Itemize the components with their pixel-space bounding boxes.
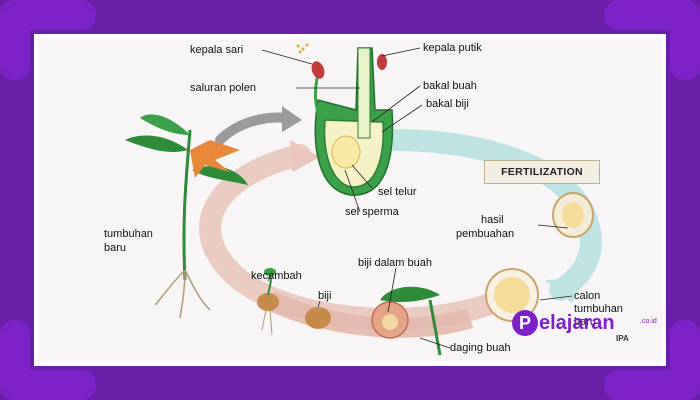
plant-flower: [190, 140, 240, 178]
stigma: [377, 54, 387, 70]
sprout-seed: [257, 293, 279, 311]
frame-corner-top-left-side: [0, 0, 30, 80]
anther: [311, 61, 325, 79]
fruit-leaf: [380, 286, 440, 303]
label-daging-buah: daging buah: [450, 342, 511, 354]
seed: [305, 307, 331, 329]
pollen-grain: [301, 47, 305, 51]
label-calon-tumbuhan: tumbuhan: [574, 303, 623, 315]
frame-corner-bottom-right-side: [670, 320, 700, 400]
brand-domain: .co.id: [640, 318, 657, 325]
pollen-grain: [305, 43, 309, 47]
label-kepala-sari: kepala sari: [190, 44, 244, 56]
fruit-with-seed: [371, 286, 442, 356]
plant-leaf: [192, 165, 248, 185]
sprout-stem: [267, 274, 272, 296]
label-pembuahan: pembuahan: [456, 228, 515, 240]
ovule: [331, 135, 361, 169]
label-sel-sperma: sel sperma: [345, 206, 399, 218]
frame-corner-bottom-left-side: [0, 320, 30, 400]
new-plant: [125, 114, 248, 319]
label-sel-telur: sel telur: [378, 186, 417, 198]
plant-leaf: [125, 135, 188, 152]
pollen-arrow: [215, 112, 290, 145]
sprout-roots: [261, 309, 273, 336]
label-calon: calon: [574, 290, 601, 302]
label-kepala-putik: kepala putik: [423, 42, 482, 54]
frame-corner-top-right-side: [670, 0, 700, 80]
label-kecambah: kecambah: [251, 270, 302, 282]
label-bakal-biji: bakal biji: [426, 98, 469, 110]
plant-roots: [154, 269, 211, 319]
label-tumbuhan: tumbuhan: [104, 228, 153, 240]
label-biji-dalam-buah: biji dalam buah: [358, 257, 432, 269]
pollen-arrowhead: [282, 106, 302, 132]
fertilization-arrowhead: [545, 278, 585, 303]
brand-logo-icon: P: [512, 310, 538, 336]
leader-lines: [261, 47, 573, 349]
flower-cross-section: [296, 43, 394, 196]
plant-stem: [182, 129, 192, 281]
plant-leaf: [140, 114, 190, 135]
sprout: [257, 268, 279, 336]
label-calon-baru: baru: [574, 316, 597, 328]
label-saluran-polen: saluran polen: [190, 82, 257, 94]
label-biji: biji: [318, 290, 332, 302]
label-baru: baru: [104, 242, 127, 254]
label-bakal-buah: bakal buah: [423, 80, 477, 92]
brand-suffix: IPA: [616, 334, 629, 343]
fertilization-label: FERTILIZATION: [501, 166, 583, 178]
sprout-leaf: [264, 268, 276, 276]
fertilization-label-box: FERTILIZATION: [484, 160, 600, 184]
pollen-grain: [296, 44, 300, 48]
style-tube: [357, 47, 371, 139]
cycle-arrowhead: [290, 140, 320, 172]
fruit-seed: [382, 314, 398, 330]
brand-logo: P elajaran: [512, 310, 615, 336]
brand-name: elajaran: [539, 311, 615, 334]
stamen-filament: [313, 73, 322, 121]
pollen-grain: [298, 50, 302, 54]
fruit-stem: [428, 299, 442, 356]
fertilized-ovule: [552, 192, 594, 238]
label-hasil: hasil: [481, 214, 504, 226]
